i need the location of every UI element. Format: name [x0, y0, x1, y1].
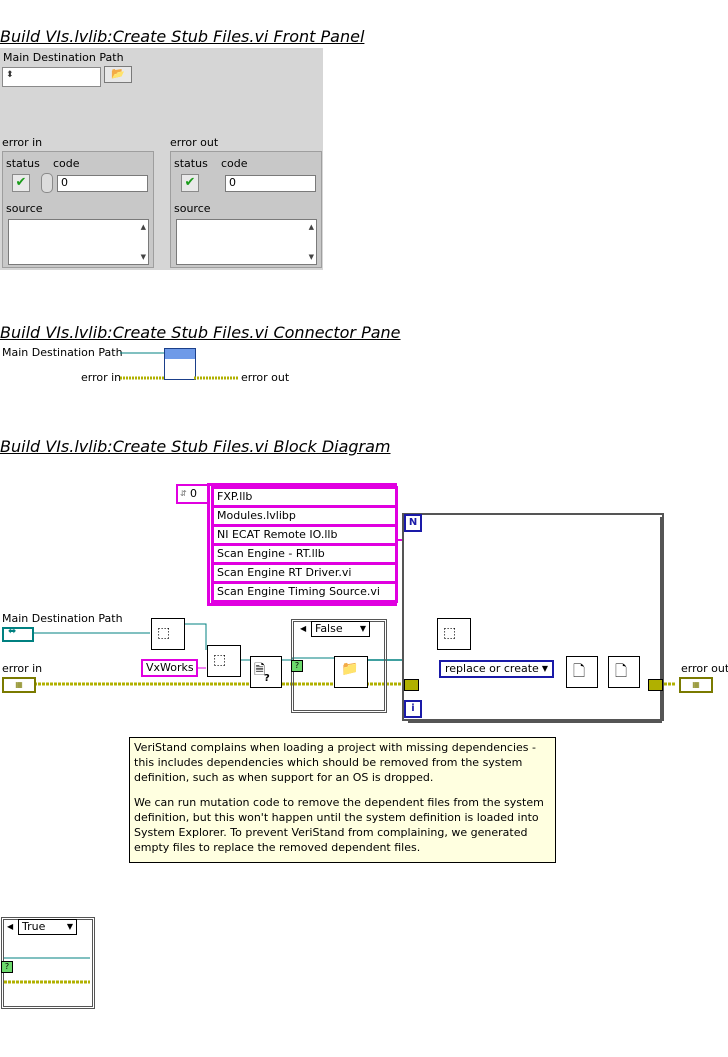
- error-out-terminal[interactable]: ▦: [679, 677, 713, 693]
- index-stepper-icon[interactable]: ⇵: [180, 489, 187, 498]
- folder-icon: 📁: [341, 661, 359, 677]
- error-in-source-field[interactable]: ▲ ▼: [8, 219, 149, 265]
- bd-error-out-label: error out: [681, 662, 728, 675]
- build-path-icon: ⬚: [157, 625, 171, 641]
- shift-register-right[interactable]: [648, 679, 663, 691]
- error-cluster-icon: ▦: [15, 680, 23, 689]
- bd-error-in-label: error in: [2, 662, 43, 675]
- chevron-down-icon[interactable]: ▼: [359, 624, 366, 633]
- for-loop-shadow: [408, 517, 662, 723]
- error-cluster-icon: ▦: [692, 680, 700, 689]
- error-out-source-field: ▲ ▼: [176, 219, 317, 265]
- vxworks-string-constant[interactable]: VxWorks: [141, 659, 198, 677]
- new-file-icon: 🗋: [573, 662, 586, 680]
- scroll-up-icon[interactable]: ▲: [140, 223, 146, 231]
- file-folder-icon: 🗎: [254, 662, 266, 678]
- cp-main-destination-path-label: Main Destination Path: [2, 346, 123, 359]
- error-in-status-checkbox[interactable]: ✔: [12, 174, 30, 192]
- bd-main-destination-path-label: Main Destination Path: [2, 612, 123, 625]
- case-prev-icon[interactable]: ◀: [300, 624, 307, 633]
- error-in-label: error in: [2, 136, 43, 149]
- error-out-code-label: code: [221, 157, 248, 170]
- main-destination-path-input[interactable]: ⬍: [2, 67, 101, 87]
- close-file-icon: 🗋: [615, 662, 628, 680]
- loop-count-terminal[interactable]: N: [404, 514, 422, 532]
- case-selector-terminal: ?: [1, 961, 13, 973]
- array-index-value: 0: [190, 487, 197, 500]
- for-loop[interactable]: [402, 513, 664, 721]
- build-path-subvi[interactable]: ⬚: [151, 618, 185, 650]
- case-prev-icon[interactable]: ◀: [7, 922, 14, 931]
- array-element[interactable]: Modules.lvlibp: [211, 505, 398, 527]
- checkmark-icon: ✔: [15, 175, 27, 190]
- error-in-code-stepper[interactable]: [41, 173, 53, 193]
- cp-error-out-label: error out: [241, 371, 290, 384]
- open-create-file-subvi[interactable]: 🗋: [566, 656, 598, 688]
- browse-folder-button[interactable]: 📂: [104, 66, 132, 83]
- build-path-icon: ⬚: [213, 652, 227, 668]
- connector-pane-heading: Build VIs.lvlib:Create Stub Files.vi Con…: [0, 323, 401, 342]
- operation-enum[interactable]: replace or create ▼: [439, 660, 554, 678]
- build-path-icon: ⬚: [443, 625, 457, 641]
- array-element[interactable]: Scan Engine Timing Source.vi: [211, 581, 398, 603]
- case-selector-terminal: ?: [291, 660, 303, 672]
- loop-index-terminal[interactable]: i: [404, 700, 422, 718]
- close-file-subvi[interactable]: 🗋: [608, 656, 640, 688]
- checkmark-icon: ✔: [184, 175, 196, 190]
- operation-enum-value: replace or create: [445, 662, 539, 675]
- create-folder-subvi[interactable]: 📁: [334, 656, 368, 688]
- block-diagram-heading: Build VIs.lvlib:Create Stub Files.vi Blo…: [0, 437, 391, 456]
- path-icon: ⬍: [6, 70, 14, 80]
- error-out-status-label: status: [174, 157, 208, 170]
- build-path-os-subvi[interactable]: ⬚: [207, 645, 241, 677]
- scroll-up-icon[interactable]: ▲: [308, 223, 314, 231]
- error-out-source-label: source: [174, 202, 211, 215]
- case-selector-true-label: True: [22, 920, 46, 933]
- error-out-label: error out: [170, 136, 219, 149]
- chevron-down-icon[interactable]: ▼: [66, 922, 73, 931]
- cp-error-in-label: error in: [81, 371, 122, 384]
- comment-paragraph: VeriStand complains when loading a proje…: [134, 741, 536, 784]
- path-icon: ⬌: [8, 626, 17, 637]
- shift-register-left[interactable]: [404, 679, 419, 691]
- error-in-status-label: status: [6, 157, 40, 170]
- front-panel-heading: Build VIs.lvlib:Create Stub Files.vi Fro…: [0, 27, 365, 46]
- case-selector-true[interactable]: ◀ True ▼: [7, 919, 77, 935]
- error-in-terminal[interactable]: ▦: [2, 677, 36, 693]
- case-selector-false-label: False: [315, 622, 343, 635]
- error-out-code-field: 0: [225, 175, 316, 192]
- question-mark-icon: ?: [264, 673, 270, 684]
- comment-paragraph: We can run mutation code to remove the d…: [134, 796, 544, 854]
- folder-open-icon: 📂: [111, 67, 125, 80]
- error-in-code-label: code: [53, 157, 80, 170]
- error-in-source-label: source: [6, 202, 43, 215]
- path-exists-subvi[interactable]: 🗎 ?: [250, 656, 282, 688]
- chevron-down-icon[interactable]: ▼: [541, 664, 548, 673]
- diagram-comment: VeriStand complains when loading a proje…: [129, 737, 556, 863]
- build-path-loop-subvi[interactable]: ⬚: [437, 618, 471, 650]
- connector-pane-body: [164, 359, 196, 380]
- main-destination-path-terminal[interactable]: ⬌: [2, 626, 34, 642]
- array-index-display[interactable]: ⇵ 0: [176, 484, 210, 504]
- scroll-down-icon[interactable]: ▼: [140, 253, 146, 261]
- case-selector-false[interactable]: ◀ False ▼: [300, 621, 370, 637]
- main-destination-path-label: Main Destination Path: [3, 51, 124, 64]
- error-in-code-field[interactable]: 0: [57, 175, 148, 192]
- error-out-status-indicator: ✔: [181, 174, 199, 192]
- scroll-down-icon[interactable]: ▼: [308, 253, 314, 261]
